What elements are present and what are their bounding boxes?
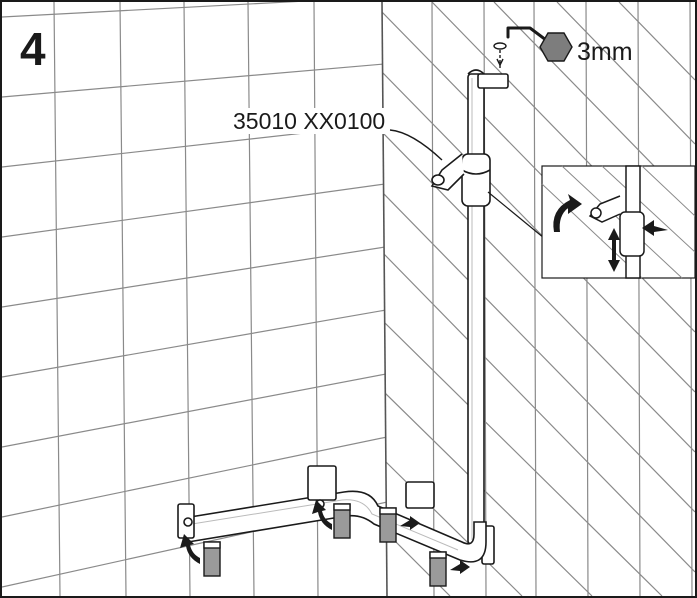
direction-arrow-icon [553,194,668,272]
slider-holder [430,153,491,207]
part-number-label: 35010 XX0100 [230,108,389,134]
cover-caps [203,503,447,587]
detail-inset [487,165,695,279]
tool-size-label: 3mm [577,38,633,66]
leader-line [389,129,443,161]
direction-arrow-icon [180,500,470,574]
screw-icon [493,42,507,68]
grab-rail [177,465,487,563]
hex-key-icon [506,26,573,62]
step-number: 4 [16,26,50,72]
shower-rail [467,69,509,565]
